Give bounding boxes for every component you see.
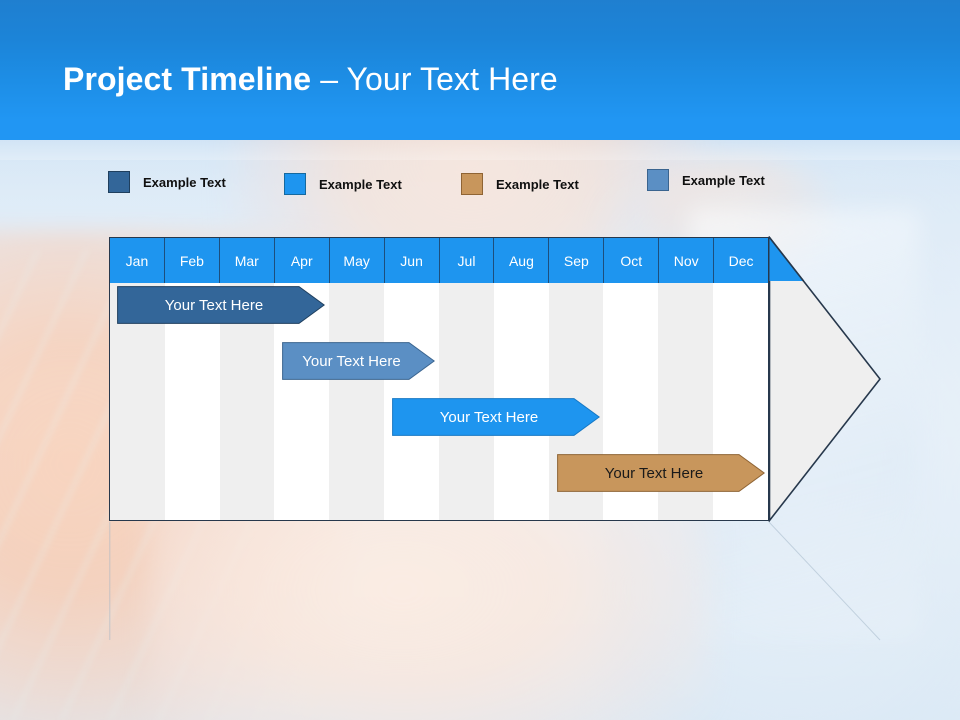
bar-arrow-shape: [117, 286, 325, 324]
title-underband: [0, 140, 960, 160]
month-header-oct[interactable]: Oct: [604, 238, 660, 283]
page-title-light: – Your Text Here: [311, 61, 558, 97]
month-header-nov[interactable]: Nov: [659, 238, 715, 283]
timeline-arrow-head: [768, 236, 881, 522]
legend-swatch-icon: [108, 171, 130, 193]
legend: Example Text Example Text Example Text Exam…: [108, 165, 908, 195]
month-header-dec[interactable]: Dec: [714, 238, 769, 283]
bar-arrow-shape: [557, 454, 765, 492]
legend-item-label: Example Text: [143, 174, 226, 190]
month-header-jun[interactable]: Jun: [384, 238, 440, 283]
timeline-column-jan: [110, 238, 165, 520]
timeline-bar-2[interactable]: Your Text Here: [282, 342, 435, 380]
bar-label: Your Text Here: [302, 352, 401, 370]
month-header-may[interactable]: May: [329, 238, 385, 283]
timeline-bar-3[interactable]: Your Text Here: [392, 398, 600, 436]
page-title: Project Timeline – Your Text Here: [63, 59, 558, 99]
bar-label: Your Text Here: [439, 408, 539, 426]
timeline-column-feb: [164, 238, 220, 520]
title-bar: [0, 0, 960, 140]
month-header-jul[interactable]: Jul: [439, 238, 495, 283]
legend-item-3[interactable]: Example Text: [461, 173, 579, 195]
timeline-column-mar: [219, 238, 275, 520]
month-header-apr[interactable]: Apr: [274, 238, 330, 283]
month-header-jan[interactable]: Jan: [110, 238, 165, 283]
legend-item-label: Example Text: [496, 176, 579, 192]
timeline-bar-1[interactable]: Your Text Here: [117, 286, 325, 324]
bar-label: Your Text Here: [604, 464, 704, 482]
legend-item-2[interactable]: Example Text: [284, 173, 402, 195]
page-title-bold: Project Timeline: [63, 61, 312, 97]
legend-swatch-icon: [461, 173, 483, 195]
bar-arrow-shape: [282, 342, 435, 380]
month-header-aug[interactable]: Aug: [494, 238, 550, 283]
month-header-sep[interactable]: Sep: [549, 238, 605, 283]
legend-swatch-icon: [647, 169, 669, 191]
legend-item-label: Example Text: [319, 176, 402, 192]
legend-item-1[interactable]: Example Text: [108, 171, 226, 193]
timeline-column-aug: [493, 238, 549, 520]
timeline-column-jul: [438, 238, 494, 520]
legend-item-4[interactable]: Example Text: [647, 169, 765, 191]
legend-swatch-icon: [284, 173, 306, 195]
timeline-bar-4[interactable]: Your Text Here: [557, 454, 765, 492]
bar-arrow-shape: [392, 398, 600, 436]
legend-item-label: Example Text: [682, 172, 765, 188]
month-header-feb[interactable]: Feb: [164, 238, 220, 283]
bar-label: Your Text Here: [164, 296, 264, 314]
month-header-mar[interactable]: Mar: [219, 238, 275, 283]
